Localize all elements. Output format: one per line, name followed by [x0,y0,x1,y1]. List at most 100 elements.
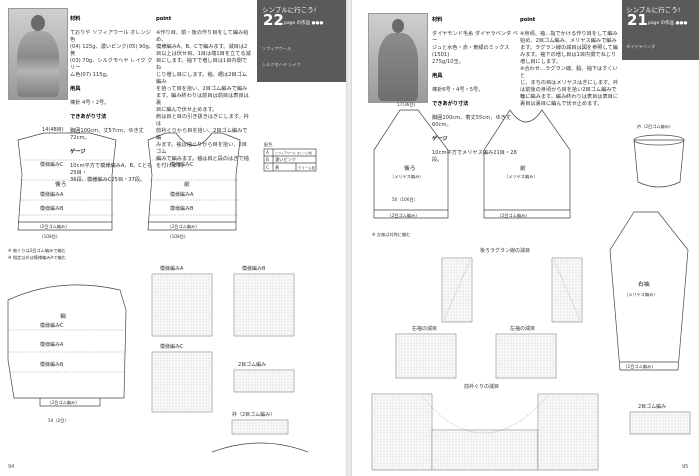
collar-outline-right [633,139,685,188]
sleeve-diagram-right: 右袖 （メリヤス編み） (2目ゴム編み) [609,211,689,371]
back-label: 後ろ [55,180,67,188]
color-table: 配色 A ソフィアウール オレンジ色 B 濃いピンク C 黄 クリーム色 [263,141,317,172]
right-note: ※ 左袖は対称に編む [372,231,410,238]
sleeve-rib-label: (2目ゴム編み) [50,399,77,406]
point-heading-right: point [520,17,536,23]
back-label-right: 後ろ [404,164,416,172]
chart-b-title: 模様編みB [242,265,266,272]
tag-title-right: シンプルに行こう! [626,6,681,14]
back-pattern-c-label: 模様編みC [40,161,64,168]
tag-page-number-right: 21 [627,11,648,29]
tools-heading: 用具 [70,86,81,92]
sleeve-pattern-a-label: 模様編みA [40,341,64,348]
color-row-c-key: C [266,165,269,170]
left-note-2: ※ 指定以外は模様編みAで編む [8,254,66,261]
back-outline [17,132,117,231]
tag-title: シンプルに行こう! [262,6,317,14]
sleeve-label-right: 右袖 [638,280,650,288]
tools-text: 棒針 4号・2号。 [70,100,110,106]
color-row-b-value: 濃いピンク [275,156,296,163]
materials-heading: 材料 [70,16,81,22]
color-table-title: 配色 [264,141,273,148]
front-diagram: 模様編みC 前 模様編みA 模様編みB (2目ゴム編み) (108目) [147,132,241,240]
back-diagram: 14(48目) 模様編みC 後ろ 模様編みA 模様編みB (2目ゴム編み) (1… [17,127,117,240]
front-diagram-right: 前 （メリヤス編み） (2目ゴム編み) [483,109,571,219]
left-note-1: ※ 袖ぐりは2目ゴム編みで編む [8,247,66,254]
tools-heading-right: 用具 [432,73,443,79]
gauge-text-right: 10cm平方でメリヤス編み21目・28段。 [432,150,517,163]
sleeve-outline [7,284,127,407]
back-pattern-b-label: 模様編みB [40,205,64,212]
point-heading: point [156,16,172,22]
chart-c-title: 模様編みC [160,343,184,350]
tag-yarn-2: シルクモヘヤ レイク [262,62,301,67]
tag-page-label: page の作品 ●●● [284,21,324,26]
chart-grid-lines-right [372,258,690,470]
front-pattern-a-label: 模様編みA [170,191,194,198]
sleeve-sub-right: （メリヤス編み） [624,291,658,298]
front-label-right: 前 [520,164,526,172]
sweater-photo-right [368,13,428,103]
sweater-photo-left [8,8,68,100]
front-pattern-b-label: 模様編みB [170,205,194,212]
materials-text-right: ダイヤモンド毛糸 ダイヤラベンダ ベー ジュと水色・赤・黄緑のミックス(1501… [432,31,518,65]
front-outline-right [483,109,571,219]
left-page: 材料 ておりや ソフィアウール オレンジ色 (04) 125g、濃いピンク(05… [0,0,346,476]
back-rib-right: (2目ゴム編み) [390,212,417,219]
back-width-top-right: 17(36目) [397,102,415,108]
back-width-bottom-right: 50（106目） [392,197,418,203]
size-heading-right: できあがり寸法 [432,101,469,107]
size-text-right: 胸囲100cm、着丈55cm、ゆき丈60cm。 [432,115,512,128]
sleeve-rib-right: (2目ゴム編み) [626,363,653,370]
front-rib-right: (2目ゴム編み) [500,212,527,219]
materials-heading-right: 材料 [432,17,443,23]
tools-text-right: 棒針6号・4号・5号。 [432,87,484,93]
pattern-tag-21: シンプルに行こう! 21 page の作品 ●●● ダイヤラベンダ [622,0,699,60]
size-heading: できあがり寸法 [70,114,107,120]
point-block: point ※作り目、前・後の作り目をして編み始め、 模様編みA、B、Cで編みま… [156,9,252,177]
sleeve-label: 袖 [60,312,66,320]
neck-decrease-title: 前衿ぐりの減目 [464,383,499,390]
front-sub-right: （メリヤス編み） [504,173,538,180]
front-outline [147,132,241,231]
back-diagram-right: 17(36目) 後ろ （メリヤス編み） 50（106目） (2目ゴム編み) [373,102,449,219]
pattern-tag-22: シンプルに行こう! 22 page の作品 ●●● ソフィアウール シルクモヘヤ… [257,0,346,82]
back-pattern-a-label: 模様編みA [40,191,64,198]
point-block-right: point ※身頃、袖…指でかける作り目をして編み 始め、2目ゴム編み、メリヤス… [520,10,620,115]
front-label: 前 [184,180,190,188]
front-pattern-c-label: 模様編みC [170,161,194,168]
right-page: 材料 ダイヤモンド毛糸 ダイヤラベンダ ベー ジュと水色・赤・黄緑のミックス(1… [352,0,699,476]
back-rib-label: (2目ゴム編み) [40,223,67,230]
chart-grid-lines-left [152,274,294,434]
back-sub-right: （メリヤス編み） [390,173,424,180]
color-row-b-key: B [266,157,269,162]
front-width-bottom: (108目) [170,234,186,240]
tag-yarn-right: ダイヤラベンダ [626,44,656,49]
raglan-sleeve-r-title: 右袖の減目 [412,325,437,332]
color-row-a-key: A [266,150,269,155]
size-text: 胸囲100cm、丈57cm、ゆき丈72cm。 [70,128,144,141]
right-diagrams: 17(36目) 後ろ （メリヤス編み） 50（106目） (2目ゴム編み) 前 … [371,102,691,471]
collar-diagram-right: 衿（2目ゴム編み） [633,123,685,188]
collar-label-right: 衿（2目ゴム編み） [637,123,673,130]
collar-chart-title: 衿（2目ゴム編み） [232,411,275,418]
rib-chart-title: 2目ゴム編み [238,361,266,368]
left-diagrams: 配色 A ソフィアウール オレンジ色 B 濃いピンク C 黄 クリーム色 [7,127,317,453]
chart-a-title: 模様編みA [160,265,184,272]
front-rib-label: (2目ゴム編み) [170,223,197,230]
point-text: ※作り目、前・後の作り目をして編み始め、 模様編みA、B、Cで編みます。減目は2… [156,30,251,169]
book-gutter [346,0,352,476]
sleeve-outline-right [609,211,689,371]
tag-page-number: 22 [263,11,284,29]
color-row-a-value: ソフィアウール オレンジ色 [275,150,312,155]
collar-neck-curve [211,442,309,453]
back-width-top: 14(48目) [42,127,64,133]
raglan-back-title: 後ろラグラン線の減目 [480,247,530,254]
point-text-right: ※身頃、袖…指でかける作り目をして編み 始め、2目ゴム編み、メリヤス編みで編み … [520,31,619,107]
gauge-heading: ゲージ [70,149,86,155]
page-number-right: 95 [682,464,689,470]
rib-chart-right-title: 2目ゴム編み [638,403,666,410]
back-width-bottom: (108目) [42,234,58,240]
tag-yarn-1: ソフィアウール [262,46,292,51]
